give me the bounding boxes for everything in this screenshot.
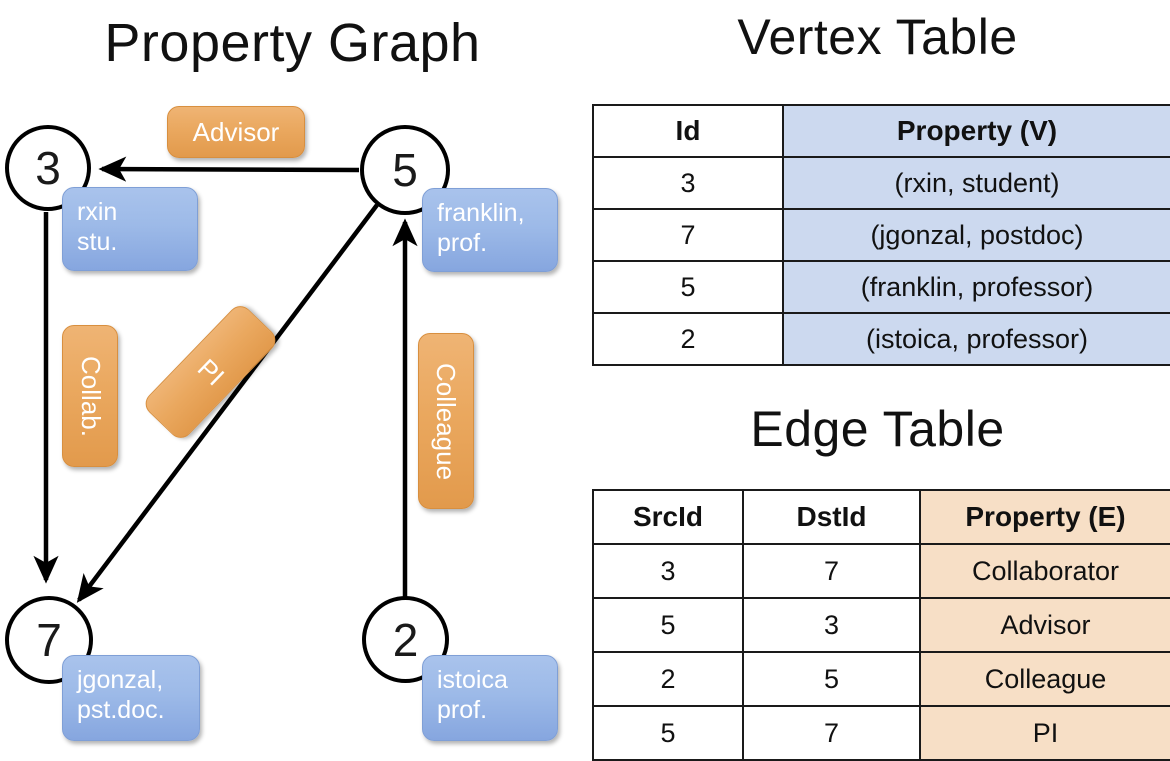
graph-node-7-id: 7 xyxy=(36,614,62,666)
vertex-cell-property: (franklin, professor) xyxy=(782,260,1170,314)
table-row[interactable]: 7 (jgonzal, postdoc) xyxy=(592,208,1170,262)
vertex-cell-property: (rxin, student) xyxy=(782,156,1170,210)
vertex-cell-id: 7 xyxy=(592,208,784,262)
vertex-label-jgonzal[interactable]: jgonzal, pst.doc. xyxy=(62,655,200,741)
edge-label-collab-text: Collab. xyxy=(75,355,106,437)
edge-5-to-3 xyxy=(98,156,360,182)
edge-table-col-property: Property (E) xyxy=(919,489,1170,545)
edge-cell-srcid: 5 xyxy=(592,705,744,761)
table-row[interactable]: 3 7 Collaborator xyxy=(592,543,1170,599)
edge-table-col-srcid: SrcId xyxy=(592,489,744,545)
edge-cell-dstid: 7 xyxy=(742,543,921,599)
edge-table: SrcId DstId Property (E) 3 7 Collaborato… xyxy=(592,489,1170,761)
graph-node-2-id: 2 xyxy=(392,613,419,666)
vertex-cell-property: (istoica, professor) xyxy=(782,312,1170,366)
table-row[interactable]: 2 5 Colleague xyxy=(592,651,1170,707)
edge-table-title: Edge Table xyxy=(750,401,1005,457)
vertex-label-franklin-line2: prof. xyxy=(437,228,488,257)
vertex-label-rxin-line2: stu. xyxy=(77,227,118,256)
edge-label-advisor-text: Advisor xyxy=(192,116,280,147)
edge-cell-srcid: 5 xyxy=(592,597,744,653)
vertex-cell-id: 3 xyxy=(592,156,784,210)
edge-cell-srcid: 3 xyxy=(592,543,744,599)
edge-label-colleague-text: Colleague xyxy=(431,362,462,480)
vertex-cell-property: (jgonzal, postdoc) xyxy=(782,208,1170,262)
edge-cell-property: Advisor xyxy=(919,597,1170,653)
vertex-label-istoica-line2: prof. xyxy=(437,695,488,724)
vertex-label-franklin-line1: franklin, xyxy=(437,199,525,227)
edge-label-colleague[interactable]: Colleague xyxy=(418,333,474,509)
vertex-label-istoica-line1: istoica xyxy=(437,666,508,694)
graph-node-5-id: 5 xyxy=(392,144,418,196)
graph-node-3-id: 3 xyxy=(35,142,61,194)
edge-table-header-row: SrcId DstId Property (E) xyxy=(592,489,1170,545)
edge-label-pi-text: PI xyxy=(191,352,231,391)
vertex-cell-id: 2 xyxy=(592,312,784,366)
vertex-table-col-property: Property (V) xyxy=(782,104,1170,158)
table-row[interactable]: 5 3 Advisor xyxy=(592,597,1170,653)
edge-cell-dstid: 3 xyxy=(742,597,921,653)
graph-node-5[interactable]: 5 xyxy=(360,125,450,215)
vertex-table-header-row: Id Property (V) xyxy=(592,104,1170,158)
edge-cell-dstid: 5 xyxy=(742,651,921,707)
vertex-table: Id Property (V) 3 (rxin, student) 7 (jgo… xyxy=(592,104,1170,366)
vertex-table-title: Vertex Table xyxy=(737,9,1018,65)
edge-label-pi[interactable]: PI xyxy=(140,301,281,443)
edge-cell-dstid: 7 xyxy=(742,705,921,761)
vertex-label-jgonzal-line1: jgonzal, xyxy=(77,666,164,694)
vertex-cell-id: 5 xyxy=(592,260,784,314)
edge-cell-property: PI xyxy=(919,705,1170,761)
graph-node-2[interactable]: 2 xyxy=(362,596,449,683)
edge-cell-srcid: 2 xyxy=(592,651,744,707)
vertex-label-franklin[interactable]: franklin, prof. xyxy=(422,188,558,272)
edge-cell-property: Colleague xyxy=(919,651,1170,707)
table-row[interactable]: 5 (franklin, professor) xyxy=(592,260,1170,314)
edge-label-advisor[interactable]: Advisor xyxy=(167,106,305,158)
vertex-table-col-id: Id xyxy=(592,104,784,158)
edge-table-col-dstid: DstId xyxy=(742,489,921,545)
vertex-label-rxin[interactable]: rxin stu. xyxy=(62,187,198,271)
table-row[interactable]: 5 7 PI xyxy=(592,705,1170,761)
vertex-label-istoica[interactable]: istoica prof. xyxy=(422,655,558,741)
edge-cell-property: Collaborator xyxy=(919,543,1170,599)
table-row[interactable]: 2 (istoica, professor) xyxy=(592,312,1170,366)
vertex-label-rxin-line1: rxin xyxy=(77,198,118,226)
edge-label-collab[interactable]: Collab. xyxy=(62,325,118,467)
vertex-label-jgonzal-line2: pst.doc. xyxy=(77,695,165,724)
table-row[interactable]: 3 (rxin, student) xyxy=(592,156,1170,210)
property-graph-title: Property Graph xyxy=(104,13,481,73)
property-graph-diagram: 3 5 7 2 rxin stu. franklin, prof. jgonza… xyxy=(0,0,585,760)
